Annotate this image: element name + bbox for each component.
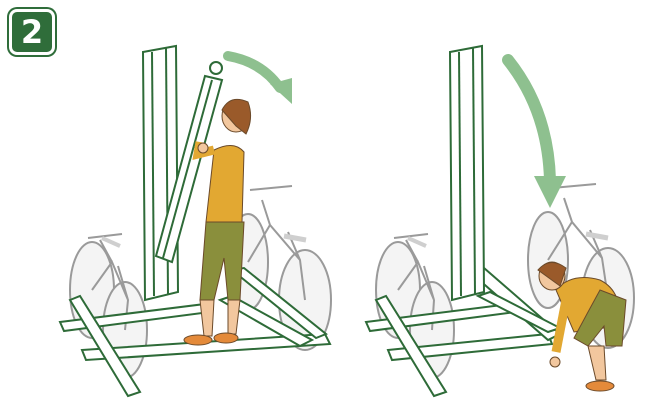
- rack-post-right: [450, 46, 484, 300]
- rotation-arrow-icon: [228, 56, 280, 88]
- left-panel: [60, 46, 331, 396]
- right-panel: [366, 46, 634, 396]
- lowering-arrow-icon: [508, 60, 550, 180]
